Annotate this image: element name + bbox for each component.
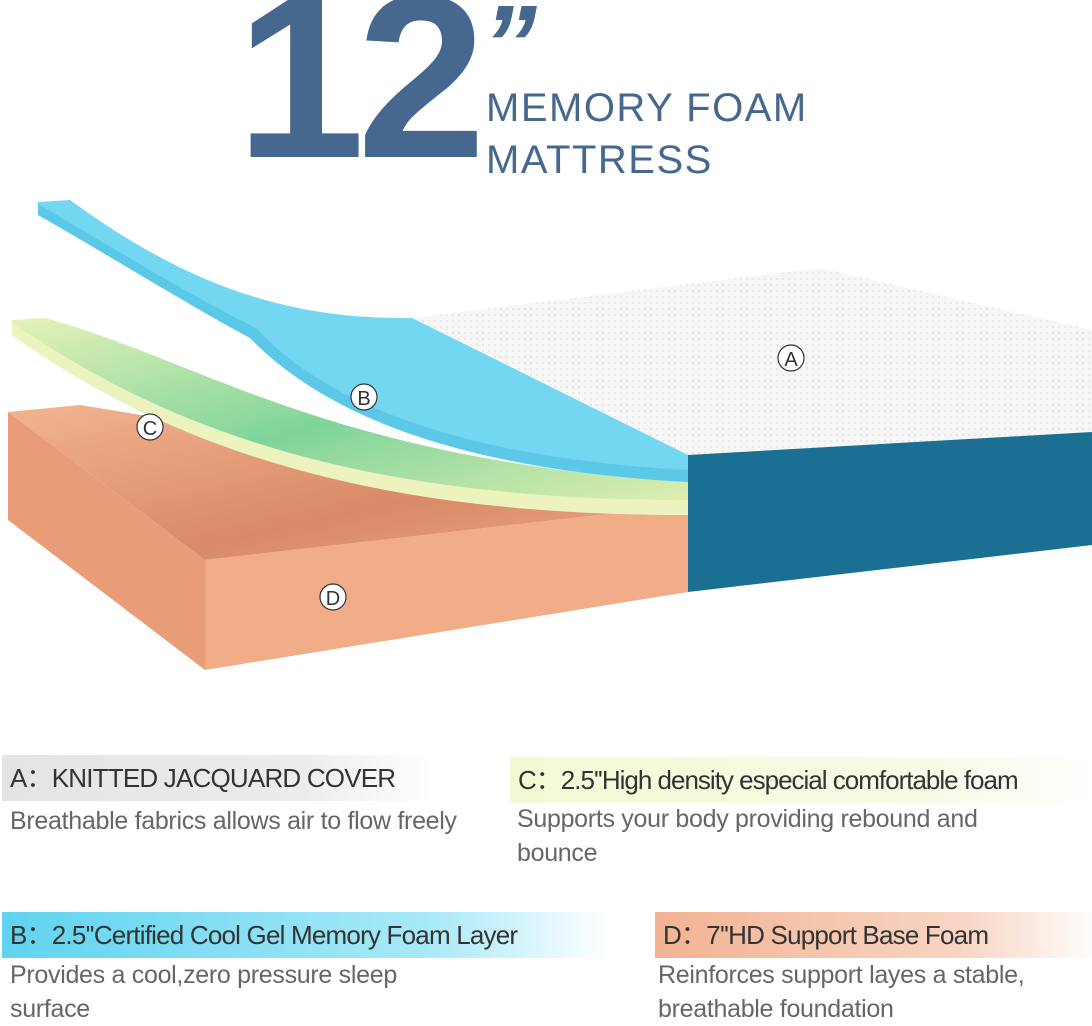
svg-text:C: C <box>143 418 157 440</box>
layer-c-comfort-foam <box>12 318 688 515</box>
headline-line2: MATTRESS <box>486 138 713 182</box>
headline-number: 12 <box>236 0 486 207</box>
layer-b-title: B：2.5''Certified Cool Gel Memory Foam La… <box>2 912 610 958</box>
svg-text:B: B <box>357 388 370 410</box>
headline-line1: MEMORY FOAM <box>486 86 808 130</box>
layer-d-title: D：7''HD Support Base Foam <box>655 912 1092 958</box>
layer-a-title: A：KNITTED JACQUARD COVER <box>2 755 430 801</box>
layer-a-description: Breathable fabrics allows air to flow fr… <box>10 807 457 835</box>
svg-text:D: D <box>326 588 340 610</box>
mattress-illustration: A B C D <box>8 200 1092 670</box>
layer-c-title: C：2.5''High density especial comfortable… <box>510 757 1092 803</box>
label-b-marker: B <box>350 383 378 411</box>
label-a-marker: A <box>777 344 805 372</box>
layer-c-description: Supports your body providing rebound and… <box>517 805 978 867</box>
svg-text:A: A <box>784 349 798 371</box>
label-d-marker: D <box>319 583 347 611</box>
label-c-marker: C <box>136 413 164 441</box>
layer-d-base-foam <box>8 405 688 670</box>
layer-b-gel-foam <box>38 200 688 482</box>
layer-a-cover <box>412 268 1092 592</box>
layer-d-description: Reinforces support layes a stable, breat… <box>658 961 1025 1023</box>
headline-unit: ” <box>482 0 537 106</box>
layer-b-description: Provides a cool,zero pressure sleep surf… <box>10 961 397 1023</box>
